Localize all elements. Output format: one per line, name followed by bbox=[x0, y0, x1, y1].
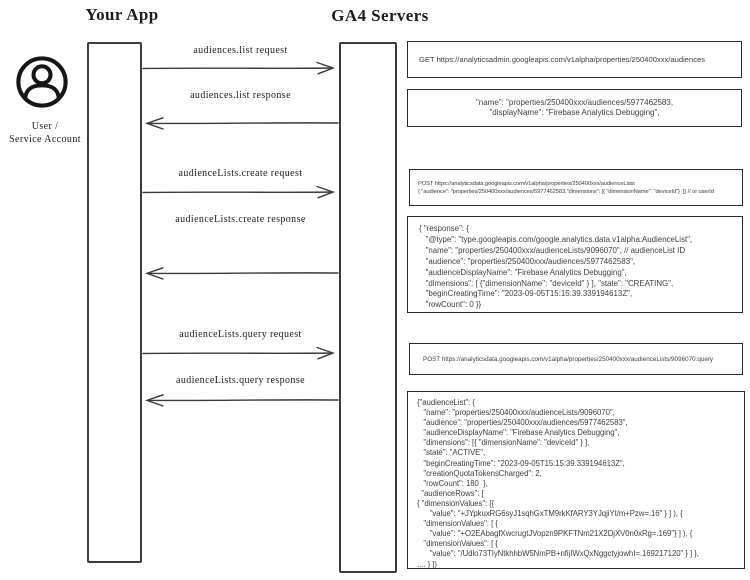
message-label-audiences-list-request: audiences.list request bbox=[193, 45, 288, 56]
code-box-audiences-list-request: GET https://analyticsadmin.googleapis.co… bbox=[407, 41, 742, 78]
arrow-left-audiencelists-create-response bbox=[144, 267, 339, 280]
arrow-right-audiencelists-create-request bbox=[142, 185, 336, 199]
code-box-audiencelists-create-response: { "response": { "@type": "type.googleapi… bbox=[407, 216, 743, 313]
code-text: GET https://analyticsadmin.googleapis.co… bbox=[419, 55, 706, 64]
code-box-audiences-list-response: "name": "properties/250400xxx/audiences/… bbox=[407, 89, 742, 127]
code-text: "name": "properties/250400xxx/audiences/… bbox=[475, 97, 674, 118]
message-label-audiencelists-query-response: audienceLists.query response bbox=[176, 375, 305, 386]
code-box-audiencelists-query-request: POST https://analyticsdata.googleapis.co… bbox=[409, 343, 743, 375]
message-label-audiencelists-query-request: audienceLists.query request bbox=[179, 329, 302, 340]
message-label-audiencelists-create-request: audienceLists.create request bbox=[178, 168, 303, 179]
code-text: { "response": { "@type": "type.googleapi… bbox=[419, 224, 693, 310]
message-label-audiences-list-response: audiences.list response bbox=[190, 90, 291, 101]
your-app-lifeline bbox=[87, 42, 142, 563]
arrow-right-audiences-list-request bbox=[142, 61, 336, 75]
arrow-right-audiencelists-query-request bbox=[142, 346, 336, 360]
lifeline-title-ga4-servers: GA4 Servers bbox=[331, 6, 429, 25]
arrow-left-audiencelists-query-response bbox=[144, 394, 339, 407]
code-text: POST https://analyticsdata.googleapis.co… bbox=[423, 355, 714, 363]
code-box-audiencelists-create-request: POST https://analyticsdata.googleapis.co… bbox=[409, 169, 743, 206]
user-actor-label: User / Service Account bbox=[9, 121, 81, 145]
lifeline-title-your-app: Your App bbox=[85, 5, 159, 24]
arrow-left-audiences-list-response bbox=[144, 117, 339, 130]
ga4-servers-lifeline bbox=[339, 42, 397, 573]
code-box-audiencelists-query-response: {"audienceList": { "name": "properties/2… bbox=[407, 391, 745, 569]
message-label-audiencelists-create-response: audienceLists.create response bbox=[175, 214, 306, 225]
code-text: {"audienceList": { "name": "properties/2… bbox=[417, 398, 699, 569]
code-text: POST https://analyticsdata.googleapis.co… bbox=[418, 180, 714, 195]
user-icon bbox=[16, 56, 68, 108]
